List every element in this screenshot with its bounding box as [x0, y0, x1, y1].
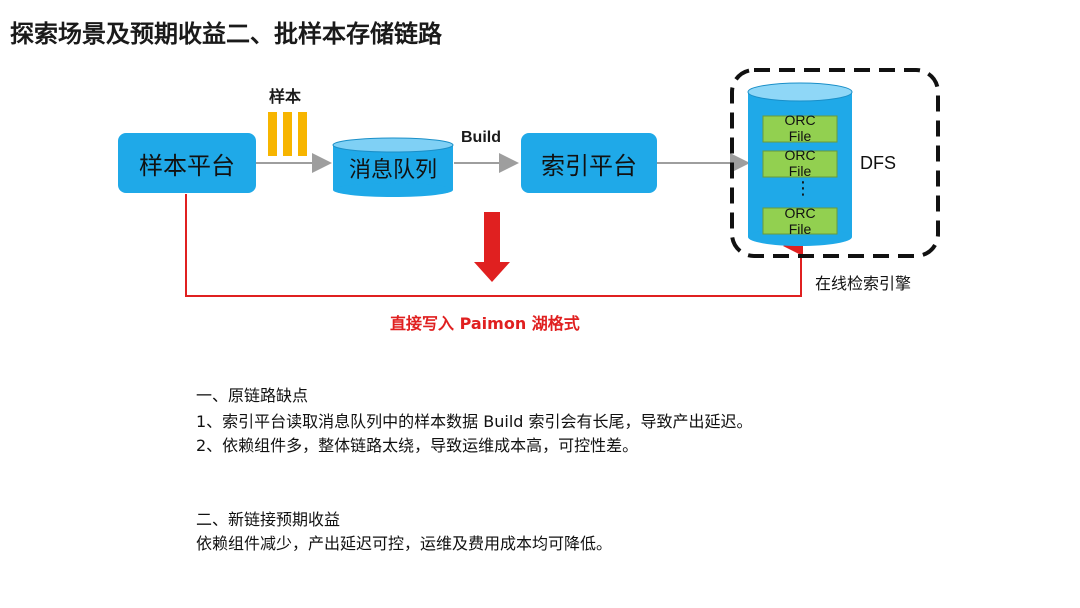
sample-platform-box: 样本平台 — [118, 133, 256, 193]
section2-body: 依赖组件减少，产出延迟可控，运维及费用成本均可降低。 — [196, 534, 613, 553]
red-down-arrow-icon — [474, 212, 510, 282]
orc-file-label-1: ORC File — [784, 112, 816, 144]
sample-blocks-icon — [268, 112, 307, 156]
section1-item-1: 1、索引平台读取消息队列中的样本数据 Build 索引会有长尾，导致产出延迟。 — [196, 412, 753, 431]
direct-write-path — [185, 194, 803, 297]
section1-heading: 一、原链路缺点 — [196, 386, 309, 405]
section2-heading: 二、新链接预期收益 — [196, 510, 341, 529]
orc-file-box — [762, 150, 838, 178]
direct-write-label: 直接写入 Paimon 湖格式 — [390, 314, 580, 333]
ellipsis-vertical: ⋮ — [794, 178, 812, 199]
index-platform-label: 索引平台 — [541, 151, 637, 180]
online-engine-frame — [730, 68, 940, 258]
sample-tag: 样本 — [269, 87, 302, 106]
online-engine-label: 在线检索引擎 — [815, 274, 912, 293]
section1-item-2: 2、依赖组件多，整体链路太绕，导致运维成本高，可控性差。 — [196, 436, 639, 455]
dfs-label: DFS — [860, 153, 896, 173]
page-title: 探索场景及预期收益二、批样本存储链路 — [10, 20, 442, 48]
orc-file-label-2: ORC File — [784, 147, 816, 179]
message-queue-cylinder — [332, 137, 454, 197]
orc-file-box — [762, 115, 838, 143]
sample-platform-label: 样本平台 — [139, 151, 235, 180]
orc-file-box — [762, 207, 838, 235]
orc-file-label-3: ORC File — [784, 205, 816, 237]
build-tag: Build — [461, 129, 501, 146]
message-queue-label: 消息队列 — [348, 158, 437, 183]
index-platform-box: 索引平台 — [521, 133, 657, 193]
